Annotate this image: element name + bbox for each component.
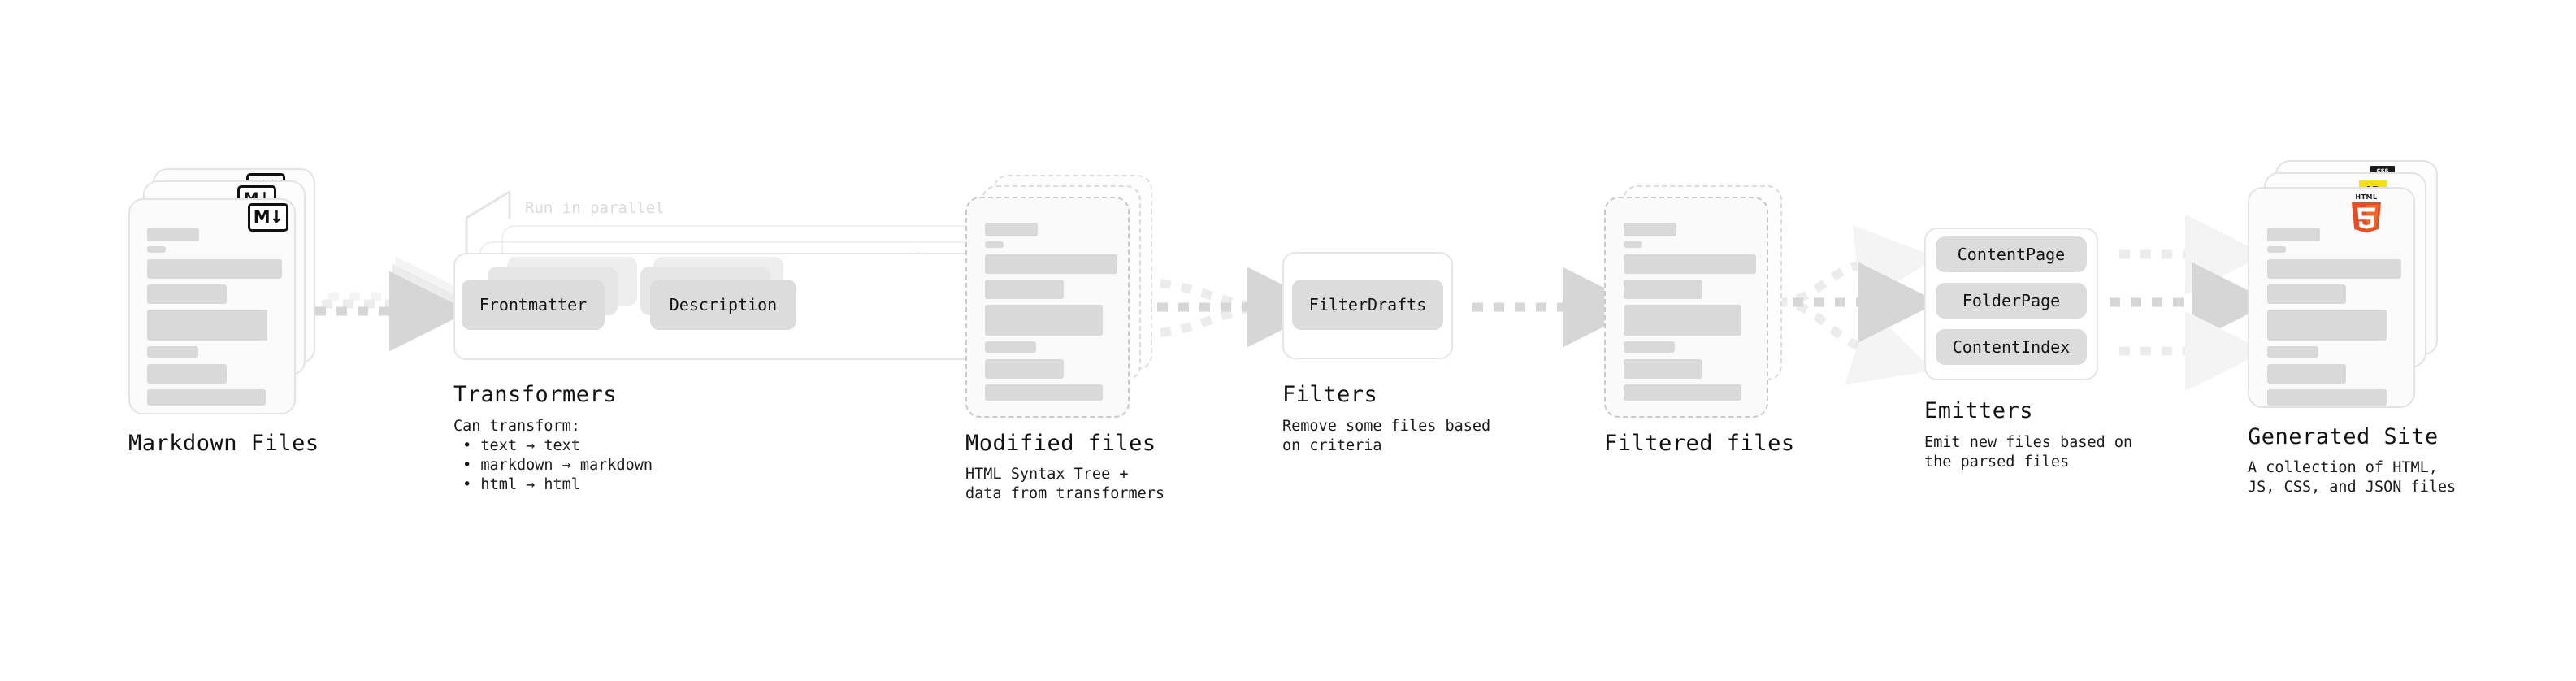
transformer-chip-description[interactable]: Description bbox=[650, 280, 796, 330]
emitter-chip-label: ContentIndex bbox=[1952, 337, 2071, 357]
skeleton-bar bbox=[985, 341, 1036, 353]
skeleton-bar bbox=[147, 364, 227, 384]
skeleton-bar bbox=[1624, 359, 1702, 379]
markdown-badge-front: M↓ bbox=[248, 203, 288, 232]
arrow-modified-to-filters bbox=[1136, 267, 1328, 348]
skeleton-bar bbox=[985, 254, 1117, 274]
stage-title-filters: Filters bbox=[1282, 382, 1378, 407]
skeleton-bar bbox=[2267, 346, 2318, 358]
stage-subtitle-modified-files: HTML Syntax Tree + data from transformer… bbox=[965, 466, 1165, 502]
markdown-card-front bbox=[128, 198, 296, 414]
emitter-chip-contentindex[interactable]: ContentIndex bbox=[1936, 329, 2087, 365]
modified-card-front bbox=[965, 197, 1130, 418]
stage-subtitle-filters: Remove some files based on criteria bbox=[1282, 418, 1491, 454]
stage-subtitle-emitters: Emit new files based on the parsed files bbox=[1924, 434, 2133, 471]
skeleton-bar bbox=[2267, 228, 2320, 241]
stage-title-emitters: Emitters bbox=[1924, 398, 2034, 423]
skeleton-bar bbox=[1624, 384, 1741, 401]
skeleton-bar bbox=[2267, 284, 2346, 304]
filter-chip-filterdrafts[interactable]: FilterDrafts bbox=[1292, 280, 1443, 330]
stage-subtitle-generated-site: A collection of HTML, JS, CSS, and JSON … bbox=[2248, 459, 2457, 496]
transformer-chip-label: Frontmatter bbox=[479, 295, 588, 314]
skeleton-bar bbox=[147, 284, 227, 304]
skeleton-bar bbox=[985, 305, 1103, 336]
skeleton-bar bbox=[147, 228, 199, 241]
skeleton-bar bbox=[2267, 364, 2346, 384]
skeleton-bar bbox=[2267, 246, 2286, 253]
stage-title-transformers: Transformers bbox=[453, 382, 618, 407]
skeleton-bar bbox=[147, 259, 282, 279]
svg-text:CSS: CSS bbox=[2376, 168, 2388, 175]
skeleton-bar bbox=[147, 389, 266, 406]
emitter-chip-label: FolderPage bbox=[1962, 291, 2061, 310]
skeleton-bar bbox=[1624, 280, 1702, 299]
stage-title-modified-files: Modified files bbox=[965, 431, 1156, 456]
arrow-filtered-to-emitters bbox=[1772, 225, 1939, 385]
stage-title-markdown-files: Markdown Files bbox=[128, 431, 319, 456]
stage-title-generated-site: Generated Site bbox=[2248, 424, 2439, 449]
skeleton-bar bbox=[2267, 310, 2387, 340]
skeleton-bar bbox=[1624, 305, 1741, 336]
skeleton-bar bbox=[147, 246, 166, 253]
arrow-markdown-to-transformers bbox=[315, 256, 476, 352]
stage-subtitle-transformers: Can transform: • text → text • markdown … bbox=[453, 418, 653, 493]
skeleton-bar bbox=[985, 359, 1064, 379]
filter-chip-label: FilterDrafts bbox=[1308, 295, 1427, 314]
transformer-chip-label: Description bbox=[669, 295, 778, 314]
run-in-parallel-label: Run in parallel bbox=[525, 199, 665, 217]
skeleton-bar bbox=[1624, 254, 1756, 274]
transformer-chip-frontmatter[interactable]: Frontmatter bbox=[462, 280, 605, 330]
skeleton-bar bbox=[985, 241, 1004, 248]
skeleton-bar bbox=[2267, 389, 2387, 406]
emitter-chip-contentpage[interactable]: ContentPage bbox=[1936, 236, 2087, 272]
filtered-card-front bbox=[1604, 197, 1768, 418]
svg-text:HTML: HTML bbox=[2355, 193, 2377, 201]
skeleton-bar bbox=[985, 280, 1064, 299]
site-card-front bbox=[2248, 187, 2415, 408]
skeleton-bar bbox=[147, 346, 198, 358]
skeleton-bar bbox=[985, 384, 1103, 401]
skeleton-bar bbox=[1624, 241, 1642, 248]
emitter-chip-label: ContentPage bbox=[1957, 245, 2066, 264]
skeleton-bar bbox=[985, 223, 1038, 236]
skeleton-bar bbox=[2267, 259, 2401, 279]
emitter-chip-folderpage[interactable]: FolderPage bbox=[1936, 283, 2087, 319]
arrow-emitters-to-site bbox=[2110, 214, 2272, 392]
skeleton-bar bbox=[147, 310, 267, 340]
skeleton-bar bbox=[1624, 341, 1675, 353]
skeleton-bar bbox=[1624, 223, 1676, 236]
stage-title-filtered-files: Filtered files bbox=[1604, 431, 1795, 456]
